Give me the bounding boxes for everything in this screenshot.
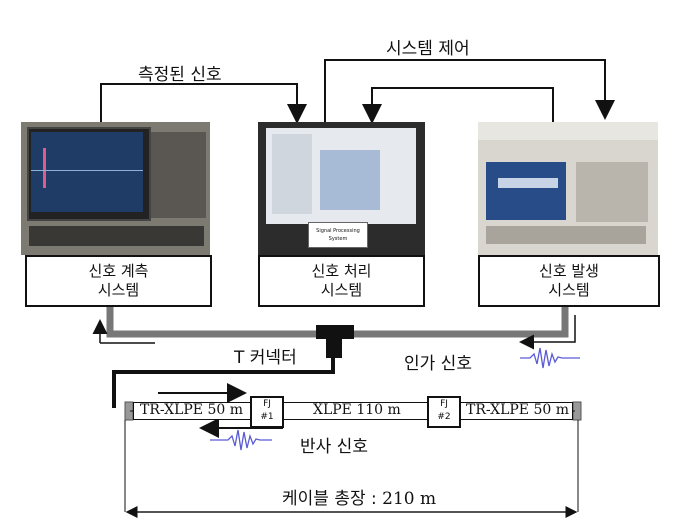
generator-output-line [343, 302, 569, 338]
measured-signal-arrow [100, 83, 307, 124]
cable-body [133, 402, 573, 420]
computer-monitor-photo: Signal Processing System [258, 122, 425, 255]
applied-signal-label: 인가 신호 [404, 354, 472, 374]
cable-segment-1-label: TR-XLPE 50 m [140, 402, 244, 418]
t-connector-icon [316, 325, 354, 339]
system-control-arrow [324, 59, 615, 122]
joint-2-bottom: #2 [437, 412, 451, 422]
system-control-label: 시스템 제어 [386, 39, 470, 59]
generation-system-line1: 신호 발생 [539, 262, 599, 280]
measurement-input-line [106, 306, 320, 338]
reflected-signal-waveform [210, 429, 272, 451]
control-return-arrow [362, 87, 554, 124]
reflected-signal-label: 반사 신호 [300, 437, 368, 457]
sign-line-1: Signal Processing [316, 228, 360, 234]
t-connector-label: T 커넥터 [234, 348, 297, 368]
total-length-prefix: 케이블 총장 : [282, 489, 377, 509]
applied-signal-waveform [520, 347, 580, 369]
generation-system-box: 신호 발생 시스템 [478, 255, 660, 307]
oscilloscope-photo [21, 122, 210, 255]
processing-system-line2: 시스템 [320, 281, 363, 299]
joint-2-top: FJ [440, 399, 448, 409]
cable-segment-2-label: XLPE 110 m [313, 402, 401, 418]
measurement-system-line1: 신호 계측 [88, 262, 149, 280]
total-length-value: 210 m [382, 489, 437, 509]
sign-line-2: System [328, 236, 348, 242]
processing-system-line1: 신호 처리 [311, 262, 372, 280]
generation-system-line2: 시스템 [548, 281, 590, 299]
processing-system-box: 신호 처리 시스템 [258, 255, 425, 307]
joint-1-bottom: #1 [260, 412, 274, 422]
signal-generator-photo [478, 122, 658, 255]
joint-1-box: FJ #1 [250, 396, 284, 428]
total-length-label: 케이블 총장 : 210 m [282, 484, 436, 509]
cable-segment-3-label: TR-XLPE 50 m [466, 402, 570, 418]
measurement-system-box: 신호 계측 시스템 [25, 255, 212, 307]
t-connector-cable [112, 345, 335, 408]
measurement-system-line2: 시스템 [97, 281, 140, 299]
joint-1-top: FJ [263, 399, 271, 409]
measured-signal-label: 측정된 신호 [138, 65, 222, 85]
joint-2-box: FJ #2 [427, 396, 461, 428]
